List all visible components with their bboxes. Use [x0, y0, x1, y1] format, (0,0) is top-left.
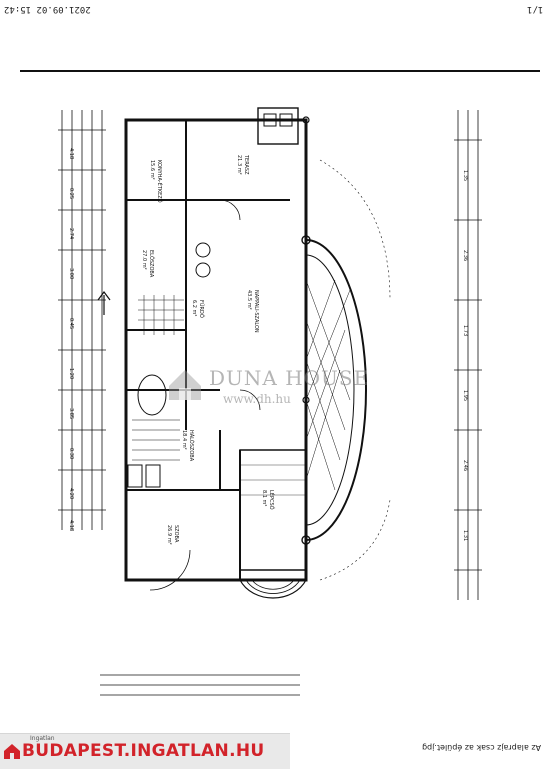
room-area-konyha: 15.6 m² [149, 160, 155, 180]
room-area-nappali: 43.5 m² [246, 290, 252, 310]
dim-right-0: 1.35 [462, 170, 468, 181]
room-area-lepcso: 8.1 m² [261, 490, 267, 506]
dim-right-4: 2.46 [462, 460, 468, 471]
dim-right-2: 1.73 [462, 325, 468, 336]
room-label-furdo: FÜRDŐ [198, 300, 205, 318]
horizontal-rule [20, 70, 540, 72]
dim-right-1: 2.36 [462, 250, 468, 261]
duna-house-logo-icon [169, 370, 201, 400]
room-label-szoba: SZOBA [173, 525, 179, 543]
dim-left-4: 0.45 [68, 318, 74, 329]
room-area-szoba: 26.9 m² [166, 525, 172, 545]
floor-plan-drawing: KONYHA-ÉTKEZŐ 15.6 m² TERASZ 21.3 m² ELŐ… [58, 107, 482, 696]
room-label-konyha: KONYHA-ÉTKEZŐ [156, 160, 164, 203]
watermark-brand: DUNA HOUSE [209, 366, 370, 390]
logo-text: BUDAPEST.INGATLAN.HU [22, 741, 265, 761]
room-area-eloszoba: 27.0 m² [141, 250, 147, 270]
site-logo[interactable]: Ingatlan BUDAPEST.INGATLAN.HU [0, 733, 290, 769]
dim-left-9: 4.18 [68, 520, 74, 531]
dim-left-8: 4.20 [68, 488, 74, 499]
room-label-halo: HÁLÓSZOBA [188, 430, 195, 462]
room-label-terasz: TERASZ [243, 154, 249, 175]
footer-bar: Ingatlan BUDAPEST.INGATLAN.HU Az alapraj… [0, 733, 553, 769]
dim-left-7: 0.30 [68, 448, 74, 459]
footer-note: Az alaprajz csak az épület.jpg [421, 743, 541, 752]
print-header: 2021.09.02 15:42 1/1 [0, 0, 553, 20]
room-area-furdo: 6.2 m² [191, 300, 197, 316]
dim-left-2: 2.74 [68, 228, 74, 239]
room-label-lepcso: LÉPCSŐ [268, 490, 276, 510]
room-area-halo: 18.4 m² [181, 430, 187, 450]
dim-right-5: 1.31 [462, 530, 468, 541]
dim-left-0: 4.18 [68, 148, 74, 159]
print-datetime: 2021.09.02 15:42 [4, 4, 91, 14]
dim-right-3: 1.95 [462, 390, 468, 401]
dim-left-3: 3.00 [68, 268, 74, 279]
room-area-terasz: 21.3 m² [236, 155, 242, 175]
dim-left-5: 1.20 [68, 368, 74, 379]
dim-left-1: 0.25 [68, 188, 74, 199]
print-page-number: 1/1 [526, 4, 543, 14]
watermark: DUNA HOUSE www.dh.hu [165, 362, 395, 414]
logo-subtitle: Ingatlan [30, 735, 55, 742]
watermark-url: www.dh.hu [223, 392, 291, 406]
house-icon [4, 744, 20, 759]
dim-left-6: 3.85 [68, 408, 74, 419]
room-label-eloszoba: ELŐSZOBA [148, 250, 155, 278]
room-label-nappali: NAPPALI-SZALON [253, 290, 259, 333]
